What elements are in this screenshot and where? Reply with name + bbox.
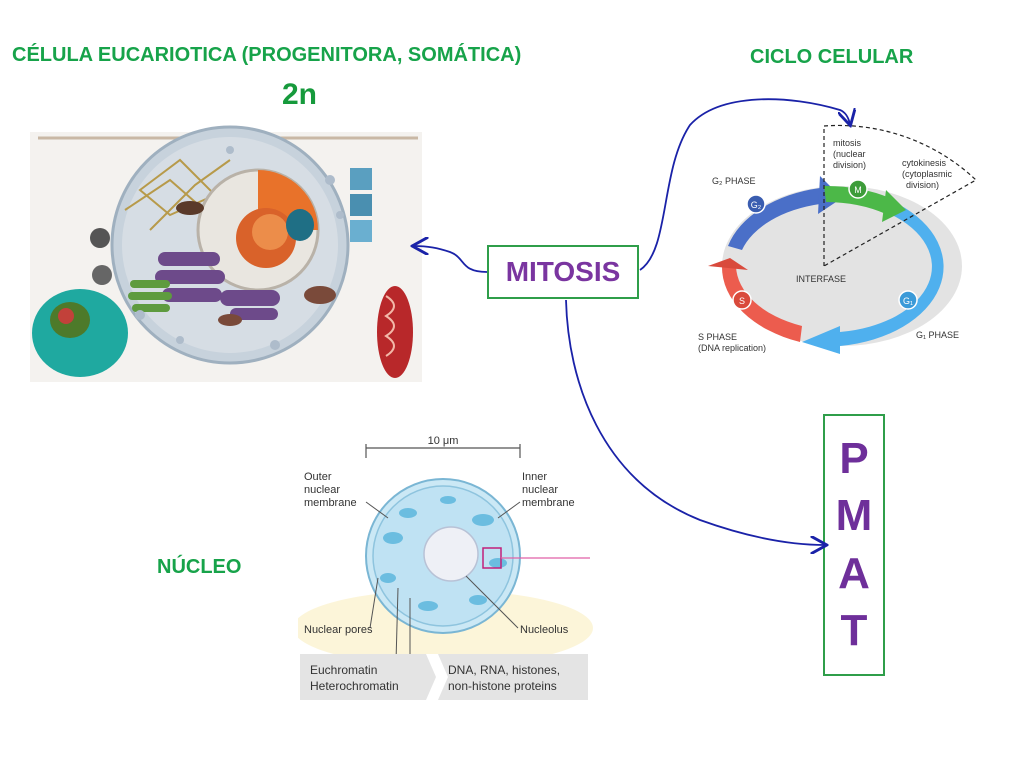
cytokinesis-label-line-2: (cytoplasmic (902, 169, 953, 179)
inner-membrane-line-3: membrane (522, 497, 575, 509)
eukaryotic-cell-illustration (30, 125, 422, 382)
mitosis-label-line-3: division) (833, 160, 866, 170)
pmat-letter-a: A (838, 548, 870, 598)
g2-phase-label: G₂ PHASE (712, 176, 756, 186)
outer-membrane-line-3: membrane (304, 497, 357, 509)
heterochromatin-label: Heterochromatin (310, 679, 399, 693)
ploidy-label: 2n (282, 78, 318, 111)
nucleus-title: NÚCLEO (157, 556, 242, 578)
m-short-label: M (854, 185, 862, 195)
arrow-to-cell (414, 246, 488, 273)
g1-short-label: G₁ (903, 296, 913, 306)
nucleus-diagram: 10 μm Outer nuclear membrane Inner nucle… (298, 428, 598, 704)
nuclear-pores-label: Nuclear pores (304, 624, 373, 636)
mitosis-label-line-2: (nuclear (833, 149, 866, 159)
inner-membrane-line-1: Inner (522, 471, 547, 483)
g2-short-label: G₂ (751, 200, 762, 210)
pmat-letter-m: M (835, 491, 873, 541)
mitosis-label: MITOSIS (505, 256, 621, 287)
cell-cycle-title: CICLO CELULAR (750, 46, 914, 68)
composition-label-line-2: non-histone proteins (448, 679, 557, 693)
cell-cycle-diagram: G₂ M S G₁ mitosis (nuclear division) cyt… (698, 124, 978, 354)
pmat-box: P M A T (823, 414, 885, 676)
cytokinesis-label-line-1: cytokinesis (902, 158, 947, 168)
cell-title: CÉLULA EUCARIOTICA (PROGENITORA, SOMÁTIC… (12, 44, 522, 66)
outer-membrane-line-2: nuclear (304, 484, 340, 496)
scale-label: 10 μm (428, 435, 459, 447)
cytokinesis-label-line-3: division) (906, 180, 939, 190)
interfase-label: INTERFASE (796, 274, 846, 284)
inner-membrane-line-2: nuclear (522, 484, 558, 496)
mitosis-box: MITOSIS (487, 245, 639, 299)
pmat-letter-p: P (839, 434, 869, 484)
nucleolus-label: Nucleolus (520, 624, 569, 636)
s-phase-label-line-2: (DNA replication) (698, 343, 766, 353)
mitosis-label-line-1: mitosis (833, 138, 862, 148)
pmat-letter-t: T (840, 605, 868, 655)
s-phase-label-line-1: S PHASE (698, 332, 737, 342)
g1-phase-label: G₁ PHASE (916, 330, 959, 340)
composition-label-line-1: DNA, RNA, histones, (448, 663, 560, 677)
euchromatin-label: Euchromatin (310, 663, 377, 677)
s-short-label: S (739, 296, 745, 306)
outer-membrane-line-1: Outer (304, 471, 332, 483)
